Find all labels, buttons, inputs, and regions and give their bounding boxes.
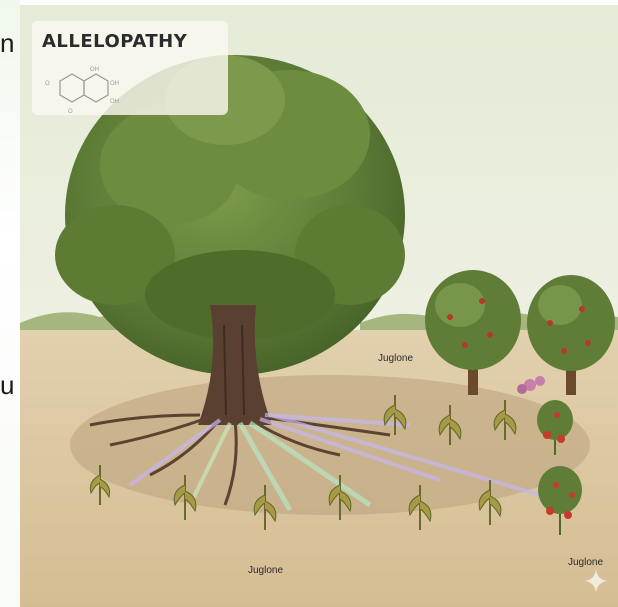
edge-glyph-top: n	[0, 30, 16, 56]
mol-oh-lower: OH	[110, 99, 119, 105]
mol-o-left: O	[45, 81, 50, 87]
juglone-label-right: Juglone	[568, 557, 603, 568]
left-edge-strip: n u	[0, 0, 20, 607]
juglone-label-bottom: Juglone	[248, 565, 283, 576]
sparkle-icon	[584, 569, 608, 593]
juglone-label-top: Juglone	[378, 353, 413, 364]
allelopathy-illustration: ALLELOPATHY O OH OH OH O Juglone Juglone…	[20, 5, 618, 607]
mol-oh-right: OH	[110, 81, 119, 87]
edge-glyph-bottom: u	[0, 372, 16, 398]
page-title: ALLELOPATHY	[42, 31, 187, 52]
mol-oh-top: OH	[90, 67, 99, 73]
title-badge: ALLELOPATHY O OH OH OH O	[32, 21, 228, 115]
juglone-molecule-icon: O OH OH OH O	[40, 61, 120, 121]
mol-o-lower: O	[68, 109, 73, 115]
